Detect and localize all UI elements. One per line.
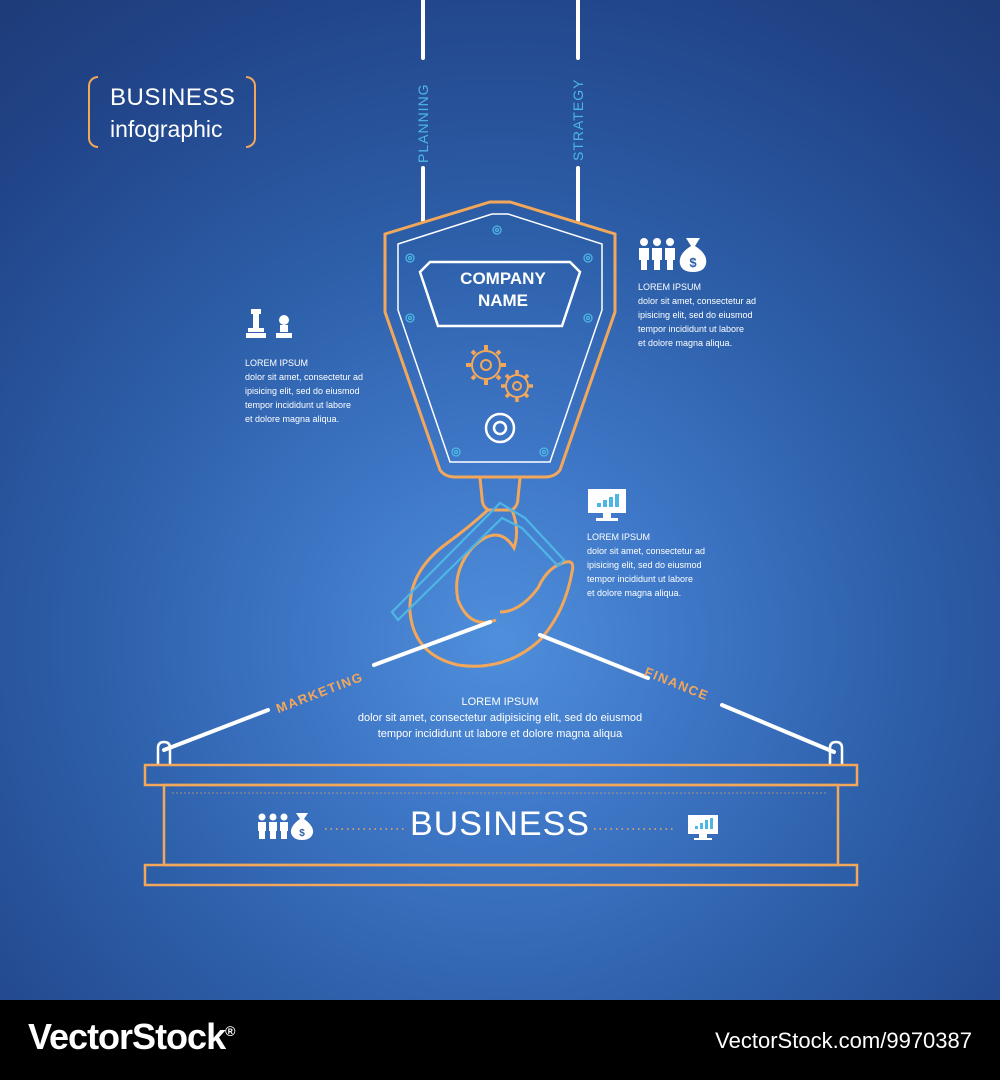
bracket-left: [88, 76, 98, 148]
footer-brand-name: VectorStock: [28, 1016, 226, 1057]
beam-label: BUSINESS: [410, 805, 590, 843]
rivets: [405, 225, 593, 457]
info-block-top-right: LOREM IPSUM dolor sit amet, consectetur …: [638, 280, 798, 350]
info-body: dolor sit amet, consectetur adipisicing …: [357, 712, 643, 740]
company-name: COMPANY NAME: [428, 268, 578, 312]
title-line-2: infographic: [110, 116, 223, 142]
hook-block: [383, 200, 617, 479]
hook: [390, 477, 575, 668]
pin-icon: [484, 412, 516, 444]
info-body: dolor sit amet, consectetur ad ipisicing…: [638, 296, 757, 348]
title-block: BUSINESS infographic: [88, 76, 258, 152]
info-block-top-left: LOREM IPSUM dolor sit amet, consectetur …: [245, 356, 405, 426]
infographic-canvas: $ $: [0, 0, 1000, 1000]
people-money-icon: $: [639, 238, 707, 272]
info-heading: LOREM IPSUM: [245, 358, 309, 368]
info-heading: LOREM IPSUM: [638, 282, 702, 292]
gears-icon: [466, 345, 533, 402]
rope-label-planning: PLANNING: [415, 83, 431, 163]
sling-ropes: [162, 620, 836, 754]
beam-people-money-icon: $: [258, 813, 314, 840]
info-heading: LOREM IPSUM: [587, 532, 651, 542]
svg-text:$: $: [689, 255, 697, 270]
monitor-chart-icon: [588, 489, 626, 521]
info-heading: LOREM IPSUM: [461, 696, 539, 708]
chess-pieces-icon: [246, 309, 292, 338]
footer-watermark-bar: VectorStock® VectorStock.com/9970387: [0, 1000, 1000, 1080]
rope-label-strategy: STRATEGY: [570, 78, 586, 161]
info-body: dolor sit amet, consectetur ad ipisicing…: [245, 372, 364, 424]
company-name-plate: [418, 260, 582, 328]
info-body: dolor sit amet, consectetur ad ipisicing…: [587, 546, 706, 598]
company-name-line-2: NAME: [477, 291, 529, 310]
info-block-center: LOREM IPSUM dolor sit amet, consectetur …: [330, 694, 670, 742]
title-line-1: BUSINESS: [110, 84, 236, 111]
bracket-right: [246, 76, 256, 148]
info-block-middle-right: LOREM IPSUM dolor sit amet, consectetur …: [587, 530, 747, 600]
svg-text:$: $: [299, 828, 305, 839]
registered-mark: ®: [225, 1023, 235, 1039]
beam: [143, 740, 859, 887]
footer-image-id: VectorStock.com/9970387: [715, 1028, 972, 1053]
company-name-line-1: COMPANY: [460, 269, 546, 288]
beam-monitor-chart-icon: [688, 815, 718, 840]
footer-brand: VectorStock®: [28, 1016, 235, 1058]
crane-hook-illustration: $ $: [143, 0, 859, 887]
